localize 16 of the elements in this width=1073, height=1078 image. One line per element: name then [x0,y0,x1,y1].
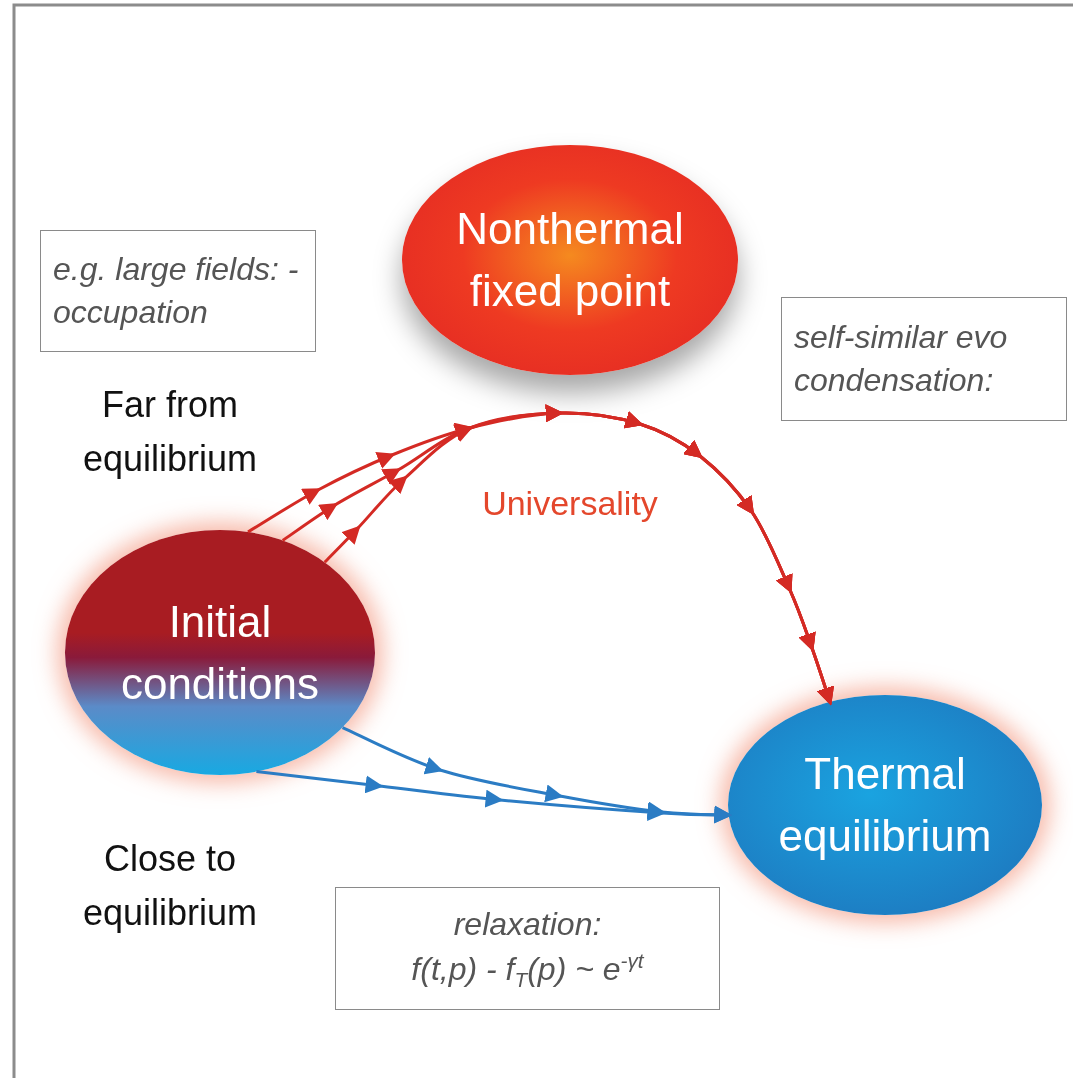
node-label: Initial conditions [119,595,321,710]
note-text: relaxation: [453,905,602,945]
ellipse-node [728,695,1042,915]
text-label: Far from equilibrium [81,383,259,481]
note-text: e.g. large fields: -occupation [53,249,300,332]
note-box [40,230,316,352]
node-label: Thermal equilibrium [777,748,993,862]
text-label: Close to equilibrium [81,837,259,935]
formula-text: f(t,p) - f$_{T}$(p) ~ e$^{-γt}$ [411,947,644,993]
note-text: self-similar evo condensation: [794,317,1009,400]
note-box [781,297,1067,421]
note-box [335,887,720,1010]
ellipse-node [65,530,375,775]
arrow [256,770,730,824]
text-label: Universality [481,483,659,524]
node-label: Nonthermal fixed point [455,203,685,317]
